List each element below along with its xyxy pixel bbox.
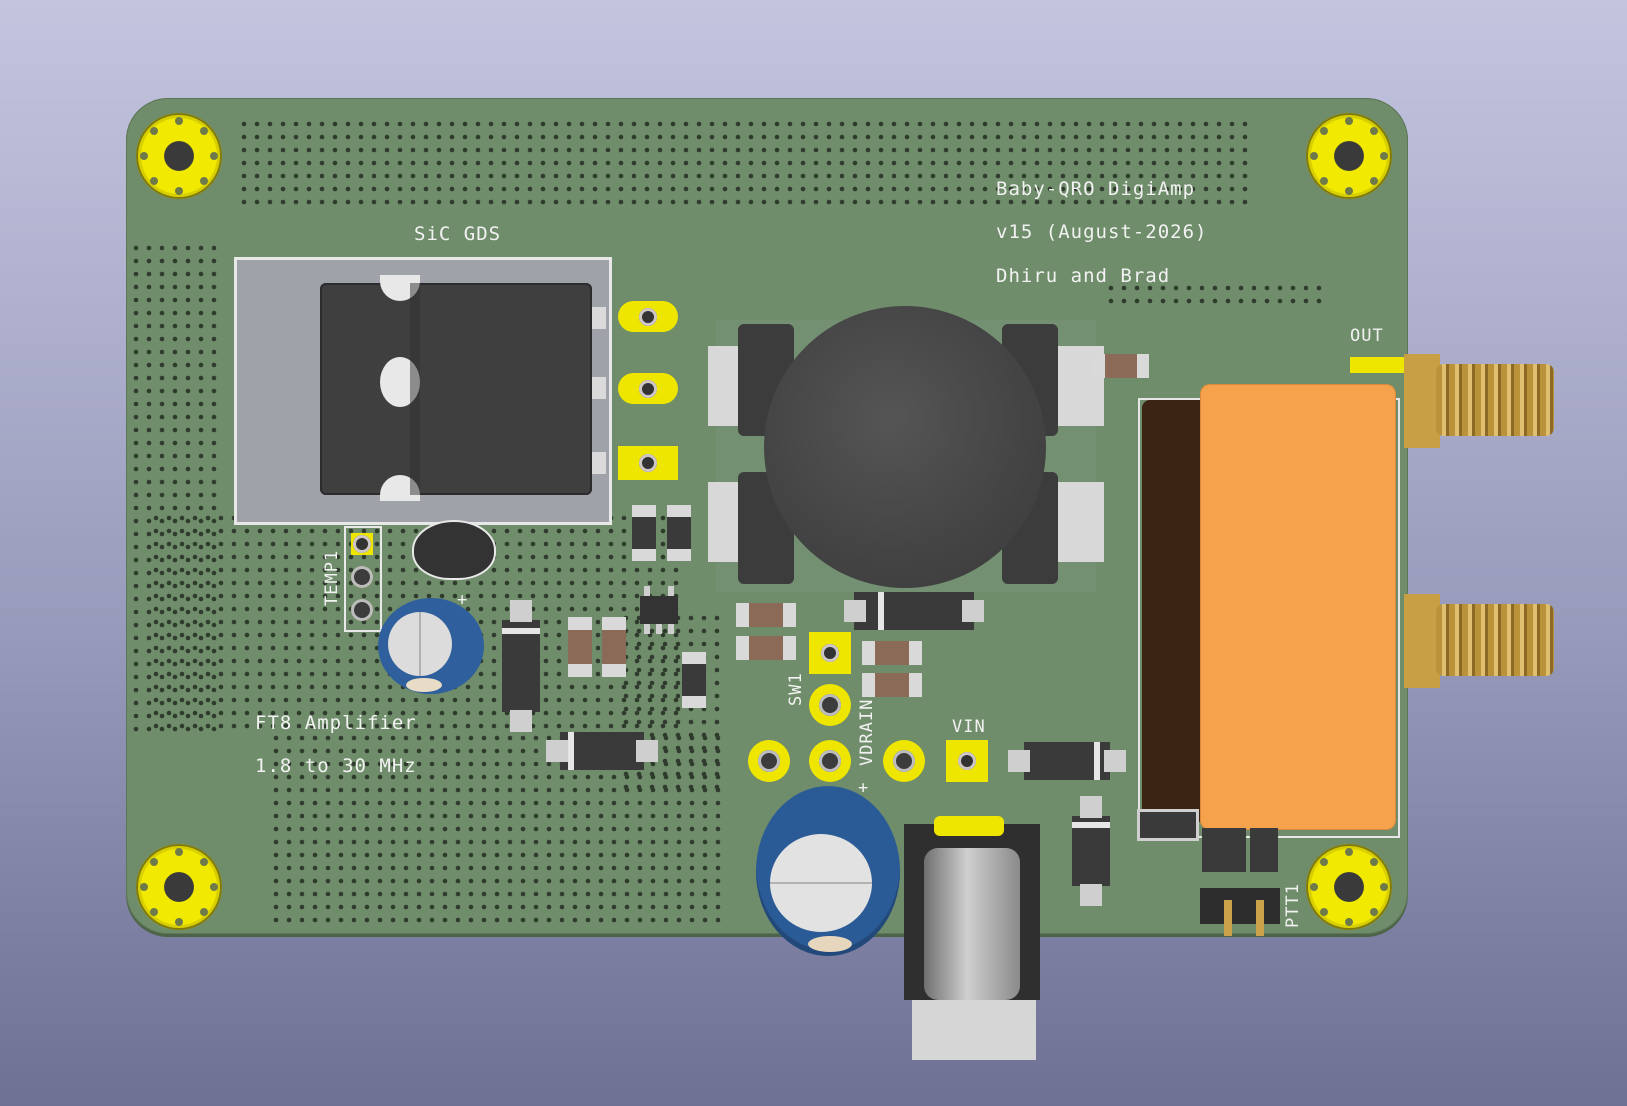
plus-sign-cap-2: +	[858, 778, 870, 798]
dc-barrel-jack	[904, 816, 1040, 1060]
smd-resistor-top-right	[1093, 354, 1149, 378]
mounting-hole-bottom-right	[1306, 844, 1392, 930]
mosfet-pad-gate	[618, 301, 678, 332]
temp-pin-1	[351, 533, 373, 555]
mosfet-pad-drain	[618, 373, 678, 404]
mounting-hole-top-left	[136, 113, 222, 199]
temp-label: TEMP1	[322, 549, 342, 606]
sw-label: SW1	[786, 672, 806, 706]
band-range: 1.8 to 30 MHz	[255, 755, 417, 777]
smd-cap-3	[682, 652, 706, 708]
sma-mount-bottom	[1404, 594, 1440, 688]
board-authors: Dhiru and Brad	[996, 265, 1171, 287]
sw1-pin-1	[809, 632, 851, 674]
mounting-hole-top-right	[1306, 113, 1392, 199]
sma-mount-top	[1404, 354, 1440, 448]
sma-connector-bottom	[1436, 604, 1554, 676]
power-mosfet	[320, 275, 592, 501]
smd-cap-1	[632, 505, 656, 561]
sma-connector-top	[1436, 364, 1554, 436]
smd-resistor-b	[736, 636, 796, 660]
smd-resistor-f	[602, 617, 626, 677]
sot23-transistor	[640, 586, 678, 634]
diode-top-middle	[844, 592, 984, 630]
temp-pin-2	[351, 566, 373, 588]
temp-pin-3	[351, 599, 373, 621]
small-diode-relay	[1140, 812, 1196, 838]
out-pad	[1350, 357, 1408, 373]
vdrain-label: VDRAIN	[857, 698, 877, 766]
board-version: v15 (August-2026)	[996, 221, 1208, 243]
ptt-label: PTT1	[1283, 883, 1303, 928]
diode-vin	[1008, 742, 1126, 780]
ptt-header	[1200, 888, 1280, 924]
mounting-hole-bottom-left	[136, 844, 222, 930]
temp-header-outline	[344, 526, 382, 632]
smd-resistor-e	[568, 617, 592, 677]
diode-bottom-right	[1072, 796, 1110, 906]
relay-pin-block-a	[1202, 828, 1246, 872]
vdrain-pin-right	[883, 740, 925, 782]
inductor-core	[764, 306, 1046, 588]
vin-label: VIN	[952, 717, 986, 737]
relay-pin-block-b	[1250, 828, 1278, 872]
electrolytic-cap-small	[378, 598, 484, 694]
smd-resistor-c	[862, 641, 922, 665]
smd-resistor-d	[862, 673, 922, 697]
amp-name: FT8 Amplifier	[255, 712, 417, 734]
vin-pin	[946, 740, 988, 782]
smd-cap-2	[667, 505, 691, 561]
sw1-pin-2	[809, 684, 851, 726]
diode-left-vertical	[502, 600, 540, 732]
diode-bottom-left	[546, 732, 658, 770]
out-label: OUT	[1350, 326, 1384, 346]
relay-body	[1142, 384, 1398, 830]
mosfet-pad-source	[618, 446, 678, 480]
sic-label: SiC GDS	[414, 223, 502, 245]
plus-sign-cap-1: +	[457, 590, 469, 610]
electrolytic-cap-large	[756, 786, 900, 956]
smd-resistor-a	[736, 603, 796, 627]
vdrain-pin-center	[809, 740, 851, 782]
vdrain-pin-left	[748, 740, 790, 782]
temp-sensor	[414, 522, 494, 578]
board-title: Baby-QRO DigiAmp	[996, 178, 1196, 200]
